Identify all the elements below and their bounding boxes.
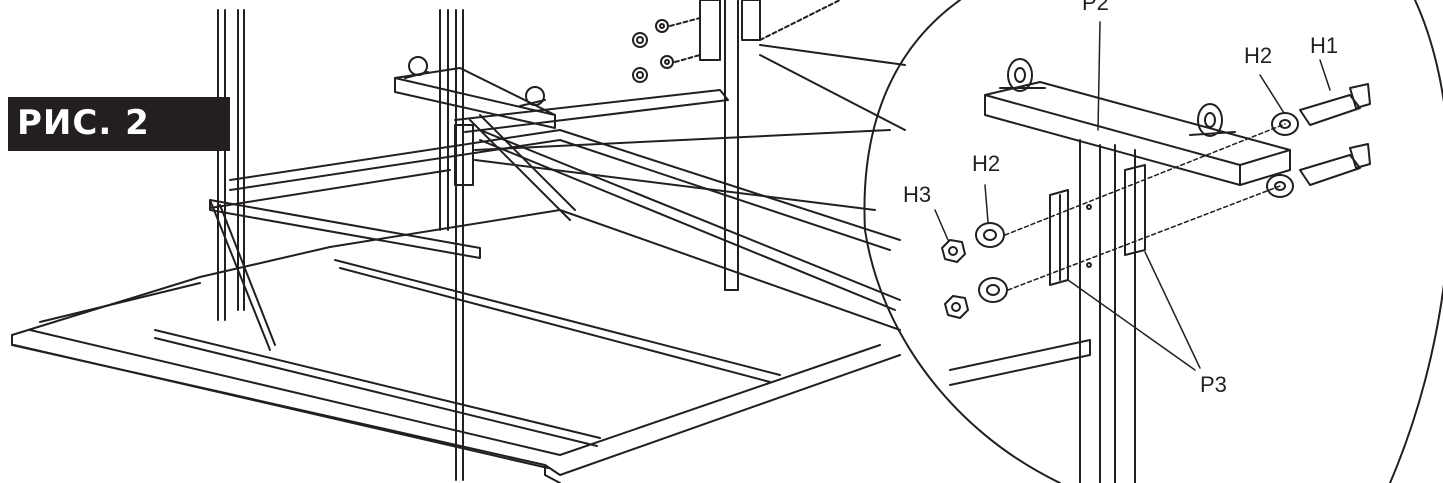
small-nuts-left xyxy=(632,0,841,83)
detail-assembly-axes xyxy=(1004,123,1286,291)
detail-crossbar xyxy=(984,81,1291,186)
vertical-posts xyxy=(217,0,739,481)
zoom-leaders xyxy=(474,44,906,211)
base-frame xyxy=(11,129,901,483)
figure-label: РИС. 2 xyxy=(17,103,150,143)
callout-p3: P3 xyxy=(1200,372,1227,397)
detail-post xyxy=(949,139,1136,483)
callout-h1: H1 xyxy=(1310,33,1339,58)
detail-nuts-h3 xyxy=(941,239,969,319)
callout-h2-left: H2 xyxy=(972,151,1001,176)
detail-brackets-p3 xyxy=(1049,164,1146,286)
callout-h3: H3 xyxy=(903,182,932,207)
detail-bolts-h1 xyxy=(1299,83,1371,186)
casters-left xyxy=(404,56,546,107)
figure-label-badge: РИС. 2 xyxy=(8,97,230,151)
detail-circle xyxy=(863,0,1443,483)
callout-h2-right: H2 xyxy=(1244,43,1273,68)
crossbar-left xyxy=(209,0,761,351)
callout-leaders xyxy=(934,21,1331,371)
callout-p2: P2 xyxy=(1082,0,1109,15)
detail-washers-h2 xyxy=(975,112,1299,303)
detail-casters xyxy=(999,58,1236,137)
